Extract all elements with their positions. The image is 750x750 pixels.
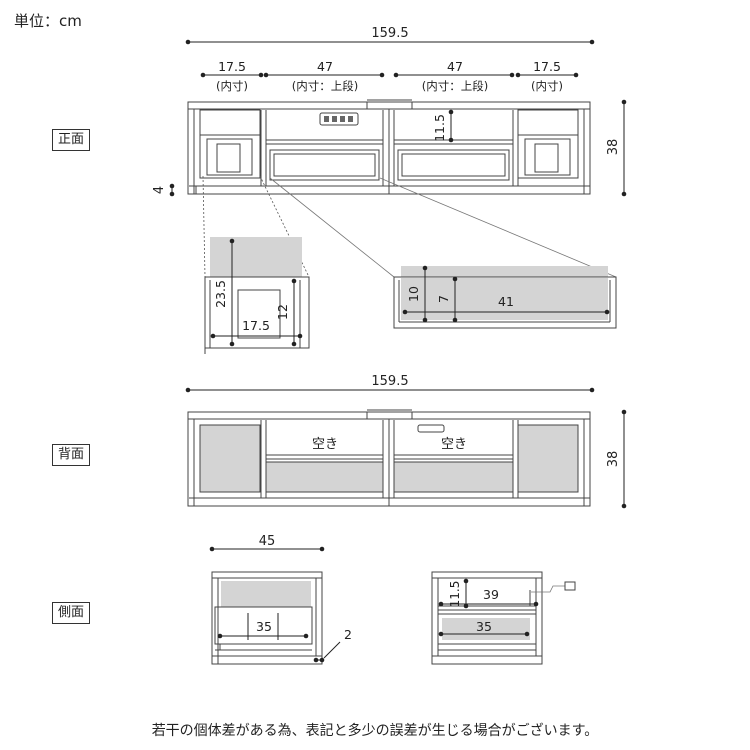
front-dim-3-value: 47	[447, 59, 463, 74]
front-view-label: 正面	[52, 129, 90, 151]
detail-drawer-height-outer: 10	[406, 286, 421, 302]
front-total-width-text: 159.5	[371, 26, 408, 41]
back-view-label: 背面	[52, 444, 90, 466]
unit-label: 単位：cm	[14, 12, 82, 30]
front-dim-3-note: (内寸：上段)	[422, 79, 488, 93]
detail-drawer-height-inner: 7	[436, 295, 451, 303]
side-inner-depth-right: 35	[476, 619, 492, 634]
back-open-label-left: 空き	[312, 437, 338, 452]
front-dim-4-value: 17.5	[533, 59, 561, 74]
side-view-label: 側面	[52, 602, 90, 624]
back-open-label-right: 空き	[441, 437, 467, 452]
side-view-left: 45 35 2	[209, 534, 352, 665]
back-height-text: 38	[606, 451, 621, 468]
front-dim-1-note: (内寸)	[216, 79, 248, 93]
side-depth-text: 45	[259, 534, 276, 549]
front-dim-2-value: 47	[317, 59, 333, 74]
footer-note: 若干の個体差がある為、表記と多少の誤差が生じる場合がございます。	[151, 723, 599, 739]
front-shelf-height-text: 11.5	[432, 114, 447, 142]
front-dim-1-value: 17.5	[218, 59, 246, 74]
front-dim-2-note: (内寸：上段)	[292, 79, 358, 93]
front-view: 159.5 17.5 (内寸) 47 (内寸：上段) 47 (内寸：上段) 17…	[152, 26, 627, 278]
detail-left-width: 17.5	[242, 318, 270, 333]
side-inner-depth-top: 39	[483, 587, 499, 602]
front-leg-height-text: 4	[152, 186, 167, 194]
detail-drawer-width: 41	[498, 294, 514, 309]
detail-left-height-outer: 23.5	[213, 280, 228, 308]
side-inner-depth-left: 35	[256, 619, 272, 634]
detail-drawer: 10 7 41	[393, 265, 617, 329]
front-dim-4-note: (内寸)	[531, 79, 563, 93]
side-panel-thickness: 2	[344, 627, 352, 642]
detail-left-height-inner: 12	[275, 304, 290, 320]
side-shelf-height: 11.5	[448, 581, 462, 608]
side-view-right: 11.5 39 35	[431, 571, 576, 665]
back-view: 159.5 空き 空き 38	[185, 374, 627, 509]
cable-icon	[531, 585, 565, 593]
detail-left-compartment: 23.5 12 17.5	[204, 237, 310, 354]
front-height-text: 38	[606, 139, 621, 156]
back-total-width-text: 159.5	[371, 374, 408, 389]
power-outlet-icon	[319, 112, 359, 126]
